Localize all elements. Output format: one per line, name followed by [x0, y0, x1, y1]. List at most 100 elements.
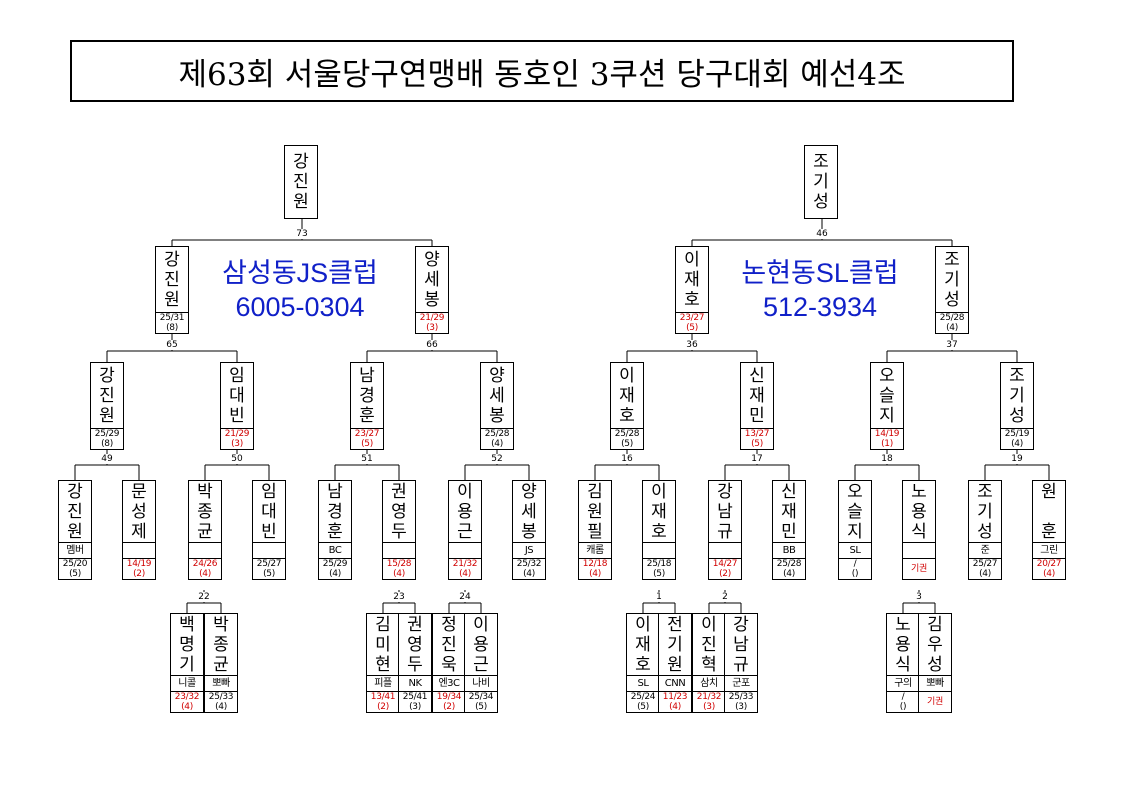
match-number: 37 [937, 340, 967, 350]
score-value: 기권 [911, 564, 927, 574]
innings-value: (3) [426, 323, 438, 333]
player-club [709, 543, 741, 559]
score-value: 25/28 [614, 429, 640, 439]
player-club [253, 543, 285, 559]
player-score: 23/27(5) [351, 429, 383, 449]
player-score: 25/33(3) [725, 692, 757, 712]
player-score: /() [887, 692, 919, 712]
name-char: 균 [197, 521, 213, 542]
score-value: 25/29 [322, 559, 348, 569]
player-score: 25/28(4) [481, 429, 513, 449]
match-number: 50 [222, 454, 252, 464]
name-char: 진 [441, 634, 457, 655]
player-score: 21/32(3) [693, 692, 725, 712]
innings-value: (4) [783, 569, 795, 579]
name-char: 진 [99, 385, 115, 406]
name-char: 종 [213, 634, 229, 655]
name-char: 남 [733, 634, 749, 655]
name-char: 슬 [879, 385, 895, 406]
player-club: 니콜 [171, 676, 203, 692]
player-score: 25/28(4) [936, 313, 968, 333]
name-char: 재 [684, 269, 700, 290]
name-char: 진 [67, 501, 83, 522]
name-char: 이 [684, 249, 700, 270]
name-char: 남 [359, 365, 375, 386]
name-char: 규 [717, 521, 733, 542]
score-value: 25/28 [939, 313, 965, 323]
score-value: 25/20 [62, 559, 88, 569]
player-club [643, 543, 675, 559]
score-value: 21/29 [224, 429, 250, 439]
player-club: 그린 [1033, 543, 1065, 559]
player-club: 삼치 [693, 676, 725, 692]
player-club: BB [773, 543, 805, 559]
player-score: 25/18(5) [643, 559, 675, 579]
player-club: 나비 [465, 676, 497, 692]
player-score: 25/27(5) [253, 559, 285, 579]
name-char: 욱 [441, 654, 457, 675]
player-score: 25/31(8) [156, 313, 188, 333]
name-char: 진 [164, 269, 180, 290]
innings-value: (8) [166, 323, 178, 333]
name-char: 성 [977, 521, 993, 542]
club-name: 삼성동JS클럽 [222, 258, 378, 288]
score-value: 15/28 [386, 559, 412, 569]
innings-value: (5) [621, 439, 633, 449]
name-char: 양 [489, 365, 505, 386]
name-char: 강 [67, 481, 83, 502]
score-value: 25/27 [972, 559, 998, 569]
innings-value: (2) [719, 569, 731, 579]
name-char: 대 [229, 385, 245, 406]
player-club [123, 543, 155, 559]
innings-value: (1) [881, 439, 893, 449]
player-club [449, 543, 481, 559]
name-char: 훈 [359, 405, 375, 426]
name-char: 대 [261, 501, 277, 522]
player-score: 14/19(2) [123, 559, 155, 579]
innings-value: (4) [1043, 569, 1055, 579]
name-char: 조 [813, 152, 829, 172]
innings-value: (4) [491, 439, 503, 449]
match-number: 3 [904, 592, 934, 602]
match-number: 2 [710, 592, 740, 602]
name-char: 성 [131, 501, 147, 522]
player-score: 14/27(2) [709, 559, 741, 579]
match-number: 1 [644, 592, 674, 602]
name-char: 우 [927, 634, 943, 655]
player-score: 기권 [903, 559, 935, 579]
innings-value: (4) [459, 569, 471, 579]
score-value: 21/32 [452, 559, 478, 569]
innings-value: (4) [1011, 439, 1023, 449]
name-char: 슬 [847, 501, 863, 522]
player-score: 25/32(4) [513, 559, 545, 579]
score-value: 14/19 [874, 429, 900, 439]
innings-value: (4) [215, 702, 227, 712]
name-char: 지 [847, 521, 863, 542]
name-char: 강 [164, 249, 180, 270]
innings-value: (5) [751, 439, 763, 449]
